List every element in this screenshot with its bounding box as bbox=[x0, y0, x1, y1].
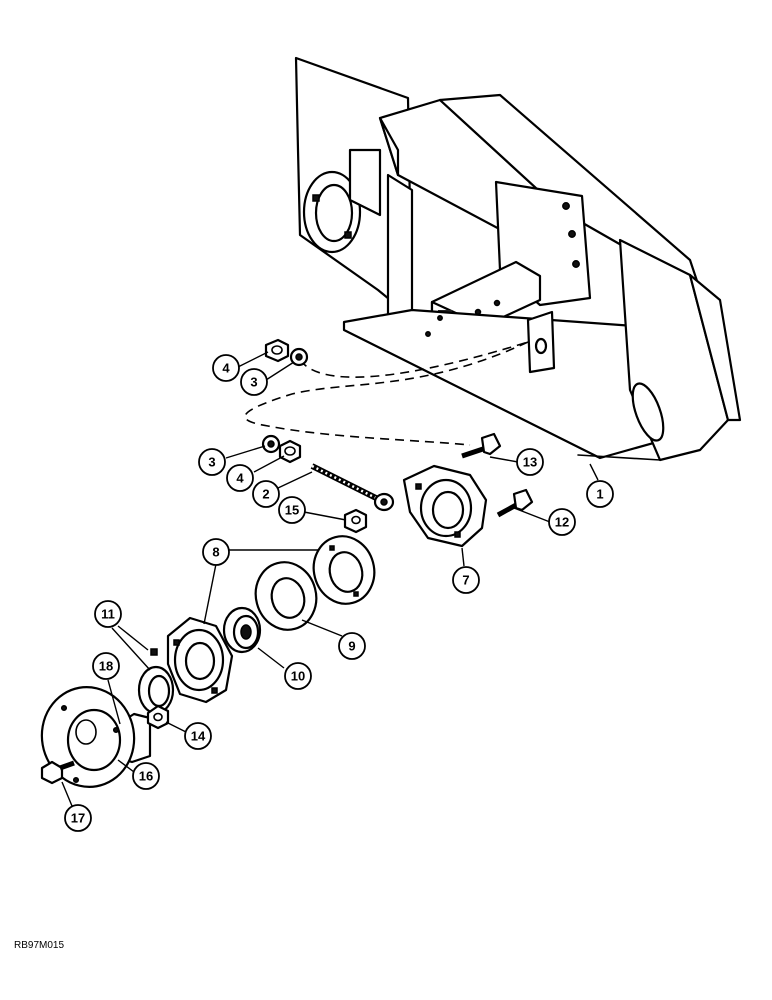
callout-11: 11 bbox=[94, 600, 122, 628]
svg-text:15: 15 bbox=[285, 503, 299, 518]
bearing-insert-10 bbox=[222, 606, 262, 654]
svg-text:11: 11 bbox=[101, 607, 115, 622]
svg-text:3: 3 bbox=[208, 455, 215, 470]
nut-lower bbox=[278, 439, 302, 464]
svg-text:14: 14 bbox=[191, 729, 206, 744]
locking-collar-11 bbox=[137, 648, 175, 715]
bolt-13 bbox=[461, 432, 502, 459]
callout-18: 18 bbox=[92, 652, 120, 680]
svg-text:13: 13 bbox=[523, 455, 537, 470]
callout-4-upper: 4 bbox=[212, 354, 240, 382]
callout-3-lower: 3 bbox=[198, 448, 226, 476]
washer-lower bbox=[261, 434, 281, 454]
callout-13: 13 bbox=[516, 448, 544, 476]
figure-code: RB97M015 bbox=[14, 940, 65, 951]
nut-15 bbox=[343, 508, 368, 534]
callout-10: 10 bbox=[284, 662, 312, 690]
svg-text:12: 12 bbox=[555, 515, 569, 530]
callout-8: 8 bbox=[202, 538, 230, 566]
nut-upper bbox=[264, 338, 290, 363]
frame-weldment bbox=[294, 56, 742, 462]
svg-text:18: 18 bbox=[99, 659, 113, 674]
callout-4-lower: 4 bbox=[226, 464, 254, 492]
svg-text:3: 3 bbox=[250, 375, 257, 390]
flange-plate-8-upper bbox=[312, 535, 376, 605]
bolt-12 bbox=[496, 488, 534, 518]
eye-bolt bbox=[310, 463, 395, 512]
flange-bearing-7 bbox=[402, 464, 488, 548]
svg-text:8: 8 bbox=[212, 545, 219, 560]
svg-text:10: 10 bbox=[291, 669, 305, 684]
svg-text:1: 1 bbox=[596, 487, 603, 502]
callout-12: 12 bbox=[548, 508, 576, 536]
callout-14: 14 bbox=[184, 722, 212, 750]
callout-3-upper: 3 bbox=[240, 368, 268, 396]
callout-1: 1 bbox=[586, 480, 614, 508]
end-cap-16 bbox=[40, 686, 136, 788]
assembly-path bbox=[244, 341, 529, 446]
svg-text:9: 9 bbox=[348, 639, 355, 654]
flange-plate-8-lower bbox=[166, 616, 234, 704]
callout-17: 17 bbox=[64, 804, 92, 832]
bolt-17 bbox=[40, 760, 75, 785]
svg-text:17: 17 bbox=[71, 811, 85, 826]
callouts: 4 3 3 4 2 15 13 1 bbox=[64, 354, 614, 832]
callout-15: 15 bbox=[278, 496, 306, 524]
svg-text:16: 16 bbox=[139, 769, 153, 784]
svg-text:4: 4 bbox=[236, 471, 244, 486]
svg-text:2: 2 bbox=[262, 487, 269, 502]
svg-text:7: 7 bbox=[462, 573, 469, 588]
leader-lines bbox=[61, 351, 599, 807]
callout-16: 16 bbox=[132, 762, 160, 790]
flange-plate-9 bbox=[254, 561, 318, 631]
washer-upper bbox=[289, 347, 309, 367]
callout-9: 9 bbox=[338, 632, 366, 660]
callout-7: 7 bbox=[452, 566, 480, 594]
svg-text:4: 4 bbox=[222, 361, 230, 376]
callout-2: 2 bbox=[252, 480, 280, 508]
